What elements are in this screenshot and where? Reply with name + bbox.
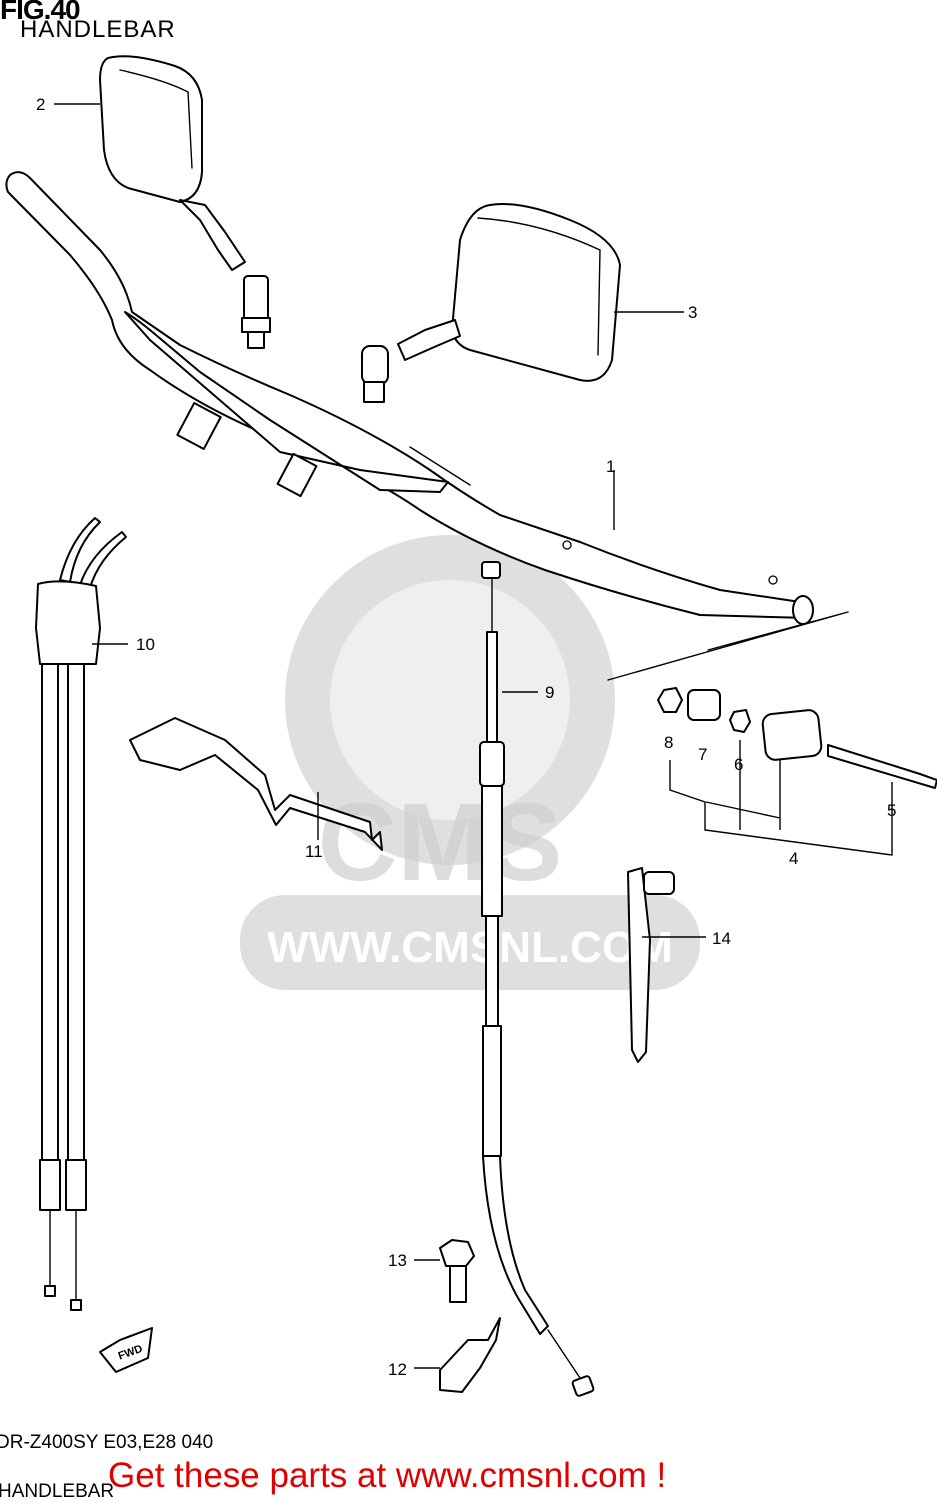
callout-12: 12	[388, 1360, 407, 1379]
callout-8: 8	[664, 733, 673, 752]
callout-2: 2	[36, 95, 45, 114]
callout-13: 13	[388, 1251, 407, 1270]
bolt-and-clamp	[439, 1239, 501, 1393]
callout-5: 5	[887, 801, 896, 820]
leader-lines	[54, 103, 706, 1369]
callouts: 1 2 3 4 5 6 7 8 9 10 11 12 13 14	[36, 95, 896, 1379]
fig-title: FIG.40	[0, 0, 81, 25]
handlebar	[5, 171, 814, 625]
clutch-cable	[479, 561, 595, 1397]
throttle-cables	[35, 517, 127, 1311]
callout-14: 14	[712, 929, 731, 948]
model-code: DR-Z400SY E03,E28 040	[0, 1432, 214, 1453]
fig-subtitle: HANDLEBAR	[20, 16, 176, 43]
watermark-url: WWW.CMSNL.COM	[267, 923, 673, 972]
mirror-left	[99, 55, 271, 349]
callout-9: 9	[545, 683, 554, 702]
watermark: CMS WWW.CMSNL.COM	[240, 535, 700, 990]
watermark-brand: CMS	[318, 781, 562, 904]
callout-1: 1	[606, 457, 615, 476]
fwd-arrow: FWD	[99, 1327, 153, 1373]
footer-subtitle: HANDLEBAR	[0, 1481, 115, 1502]
parts-link-banner[interactable]: Get these parts at www.cmsnl.com !	[108, 1456, 667, 1495]
balancer-assembly	[607, 611, 937, 856]
wire-guide	[129, 717, 383, 851]
mirror-right	[361, 203, 621, 403]
callout-10: 10	[136, 635, 155, 654]
callout-4: 4	[789, 849, 798, 868]
cable-strap	[627, 867, 675, 1063]
callout-7: 7	[698, 745, 707, 764]
callout-3: 3	[688, 303, 697, 322]
callout-6: 6	[734, 755, 743, 774]
callout-11: 11	[305, 842, 323, 861]
